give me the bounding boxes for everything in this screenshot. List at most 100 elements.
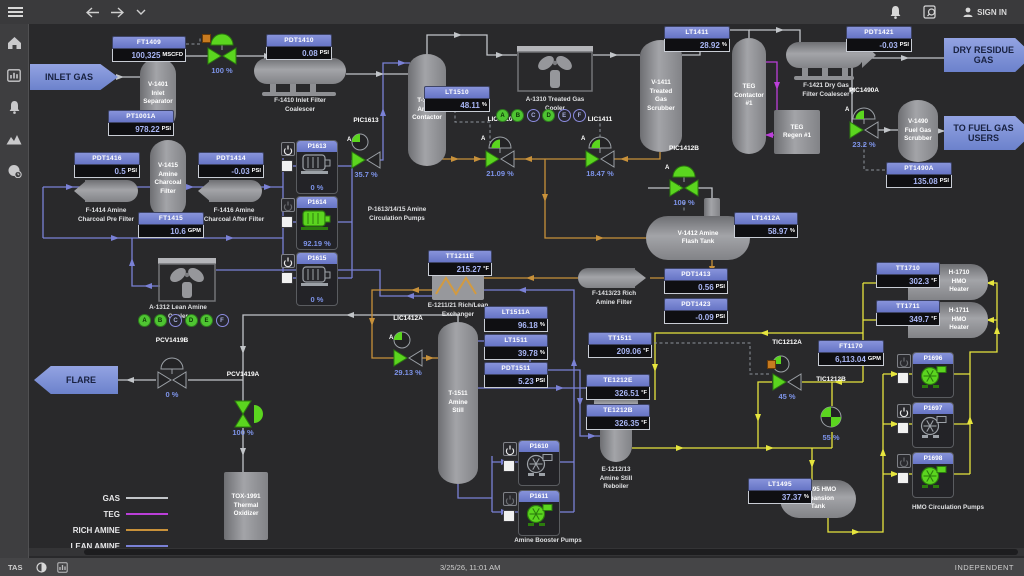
menu-hamburger-icon[interactable]: [6, 4, 24, 20]
cooler-fan-indicator-a-1312-b[interactable]: B: [153, 314, 167, 327]
pump-select-checkbox-p1697[interactable]: [897, 422, 909, 434]
nav-back-icon[interactable]: [84, 4, 102, 20]
pump-select-checkbox-p1613[interactable]: [281, 160, 293, 172]
sidebar-trends-icon[interactable]: [0, 126, 28, 152]
flow-tag-flare[interactable]: FLARE: [34, 366, 118, 394]
cooler-fan-indicator-a-1310-f[interactable]: F: [573, 109, 586, 122]
sign-in-button[interactable]: SIGN IN: [952, 3, 1018, 21]
flow-tag-inlet-gas[interactable]: INLET GAS: [30, 64, 118, 90]
cooler-fan-indicator-a-1310-b[interactable]: B: [511, 109, 525, 122]
cooler-fan-indicator-a-1312-d[interactable]: D: [184, 314, 198, 327]
sidebar-system-icon[interactable]: [0, 158, 28, 184]
value-box-tag: LT1411: [664, 26, 730, 39]
flow-tag-dry-residue-gas[interactable]: DRY RESIDUE GAS: [944, 38, 1024, 72]
sidebar-alarms-icon[interactable]: [0, 94, 28, 120]
valve-fic1409[interactable]: FIC1409100 %: [200, 13, 244, 75]
pump-select-checkbox-p1696[interactable]: [897, 372, 909, 384]
scrollbar-thumb[interactable]: [84, 549, 1018, 555]
valve-lic1510[interactable]: LIC151021.09 %A: [478, 116, 522, 178]
pump-select-checkbox-p1610[interactable]: [503, 460, 515, 472]
flow-tag-to-fuel-gas-users[interactable]: TO FUEL GAS USERS: [944, 116, 1024, 150]
value-box-tag: PT1490A: [886, 162, 952, 175]
value-box-value: 326.51: [614, 388, 640, 398]
pump-power-button-p1610[interactable]: [503, 442, 517, 456]
sign-in-label: SIGN IN: [977, 7, 1007, 17]
cooler-fan-indicator-a-1312-c[interactable]: C: [169, 314, 182, 327]
cooler-fan-indicator-a-1312-f[interactable]: F: [215, 314, 229, 327]
pump-tag: P1696: [913, 353, 953, 364]
report-search-icon[interactable]: [920, 3, 940, 21]
pump-p1698[interactable]: P1698: [912, 452, 954, 498]
pump-select-checkbox-p1611[interactable]: [503, 510, 515, 522]
pump-power-button-p1698[interactable]: [897, 454, 911, 468]
legend-item-teg: TEG: [50, 506, 168, 522]
nav-dropdown-chevron-icon[interactable]: [134, 6, 148, 18]
cooler-fan-indicator-a-1312-a[interactable]: A: [138, 314, 151, 327]
pump-p1611[interactable]: P1611: [518, 490, 560, 536]
sidebar-dashboard-icon[interactable]: [0, 62, 28, 88]
cooler-fan-indicator-a-1310-c[interactable]: C: [526, 109, 540, 122]
pump-p1696[interactable]: P1696: [912, 352, 954, 398]
value-box-value: -0.03: [231, 166, 250, 176]
cooler-fan-indicator-a-1310-d[interactable]: D: [542, 109, 556, 122]
status-brightness-icon[interactable]: [36, 561, 48, 573]
cooler-fan-indicator-a-1310-a[interactable]: A: [496, 109, 509, 122]
pump-power-button-p1613[interactable]: [281, 142, 295, 156]
status-trend-icon[interactable]: [57, 561, 69, 573]
pump-select-checkbox-p1698[interactable]: [897, 472, 909, 484]
pump-power-button-p1696[interactable]: [897, 354, 911, 368]
pump-power-button-p1697[interactable]: [897, 404, 911, 418]
pump-power-button-p1615[interactable]: [281, 254, 295, 268]
vessel-label-v-1415: V-1415 Amine Charcoal Filter: [154, 162, 182, 195]
pump-select-checkbox-p1615[interactable]: [281, 272, 293, 284]
nav-forward-icon[interactable]: [108, 4, 126, 20]
pump-select-checkbox-p1614[interactable]: [281, 216, 293, 228]
cooler-fan-indicator-a-1310-e[interactable]: E: [557, 109, 571, 122]
cooler-fan-indicator-a-1312-e[interactable]: E: [200, 314, 213, 327]
alarm-bell-icon[interactable]: [886, 3, 904, 21]
pump-power-button-p1611[interactable]: [503, 492, 517, 506]
pump-p1697[interactable]: P1697: [912, 402, 954, 448]
top-bar: SIGN IN: [0, 0, 1024, 24]
pump-power-button-p1614[interactable]: [281, 198, 295, 212]
sidebar-home-icon[interactable]: [0, 30, 28, 56]
horizontal-scrollbar[interactable]: [28, 548, 1024, 556]
pump-p1610[interactable]: P1610: [518, 440, 560, 486]
